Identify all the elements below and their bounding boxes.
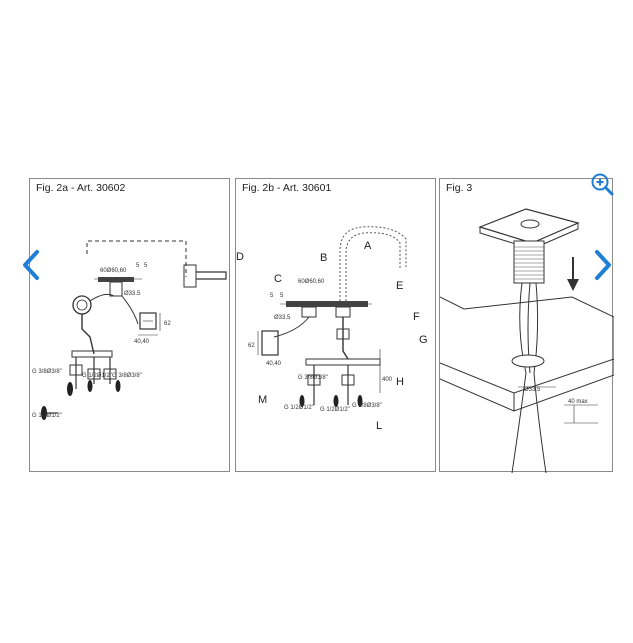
dim-62: 62 xyxy=(164,321,171,327)
chevron-right-icon xyxy=(595,250,611,280)
dim-g12-a: G 1/2Ø1/2" xyxy=(284,405,314,411)
faucet-diagram-2b: A B C D E F G H L M 60Ø60,60 5 5 Ø33.5 6… xyxy=(236,226,428,432)
dim-g12-a: G 1/2Ø1/2" xyxy=(82,373,112,379)
zoom-button[interactable] xyxy=(588,170,616,198)
label-b: B xyxy=(320,252,327,264)
dim-g38-a: G 3/8Ø3/8" xyxy=(32,369,62,375)
figure-caption: Fig. 3 xyxy=(446,182,473,194)
installation-diagram-3: Ø33.5 40 max xyxy=(440,208,614,473)
figure-panel-3: Fig. 3 xyxy=(439,178,614,473)
dim-g38-b: G 3/8Ø3/8" xyxy=(352,403,382,409)
figure-caption: Fig. 2a - Art. 30602 xyxy=(36,182,126,194)
faucet-diagram-2a: 60Ø60,60 5 5 Ø33.5 62 40,40 G 3/8Ø3/8" G… xyxy=(32,240,227,420)
dim-5a: 5 xyxy=(270,293,274,299)
previous-image-button[interactable] xyxy=(20,248,42,282)
label-e: E xyxy=(396,280,403,292)
chevron-left-icon xyxy=(23,250,39,280)
label-a: A xyxy=(364,240,372,252)
dim-diameter: Ø33.5 xyxy=(524,387,541,393)
dim-g38-b: G 3/8Ø3/8" xyxy=(112,373,142,379)
dim-g12-b: G 1/2Ø1/2" xyxy=(320,407,350,413)
dim-40-40: 40,40 xyxy=(134,339,150,345)
dim-40-max: 40 max xyxy=(568,399,588,405)
label-c: C xyxy=(274,273,282,285)
label-d: D xyxy=(236,251,244,263)
dim-top: 60Ø60,60 xyxy=(298,279,325,285)
label-l: L xyxy=(376,420,382,432)
dim-5a: 5 xyxy=(136,263,140,269)
next-image-button[interactable] xyxy=(592,248,614,282)
figure-panel-2a: Fig. 2a - Art. 30602 xyxy=(29,178,230,472)
dim-400: 400 xyxy=(382,377,393,383)
figure-caption: Fig. 2b - Art. 30601 xyxy=(242,182,332,194)
dim-top: 60Ø60,60 xyxy=(100,268,127,274)
label-g: G xyxy=(419,334,428,346)
dim-5b: 5 xyxy=(280,293,284,299)
dim-g38-a: G 3/8Ø3/8" xyxy=(298,375,328,381)
dim-diameter: Ø33.5 xyxy=(124,291,141,297)
dim-g12-b: G 1/2Ø1/2" xyxy=(32,413,62,419)
dim-62: 62 xyxy=(248,343,255,349)
dim-5b: 5 xyxy=(144,263,148,269)
label-m: M xyxy=(258,394,267,406)
dim-40-40: 40,40 xyxy=(266,361,282,367)
figure-panel-2b: Fig. 2b - Art. 30601 xyxy=(235,178,436,472)
zoom-in-icon xyxy=(591,173,614,196)
label-f: F xyxy=(413,311,420,323)
dim-diameter: Ø33.5 xyxy=(274,315,291,321)
label-h: H xyxy=(396,376,404,388)
